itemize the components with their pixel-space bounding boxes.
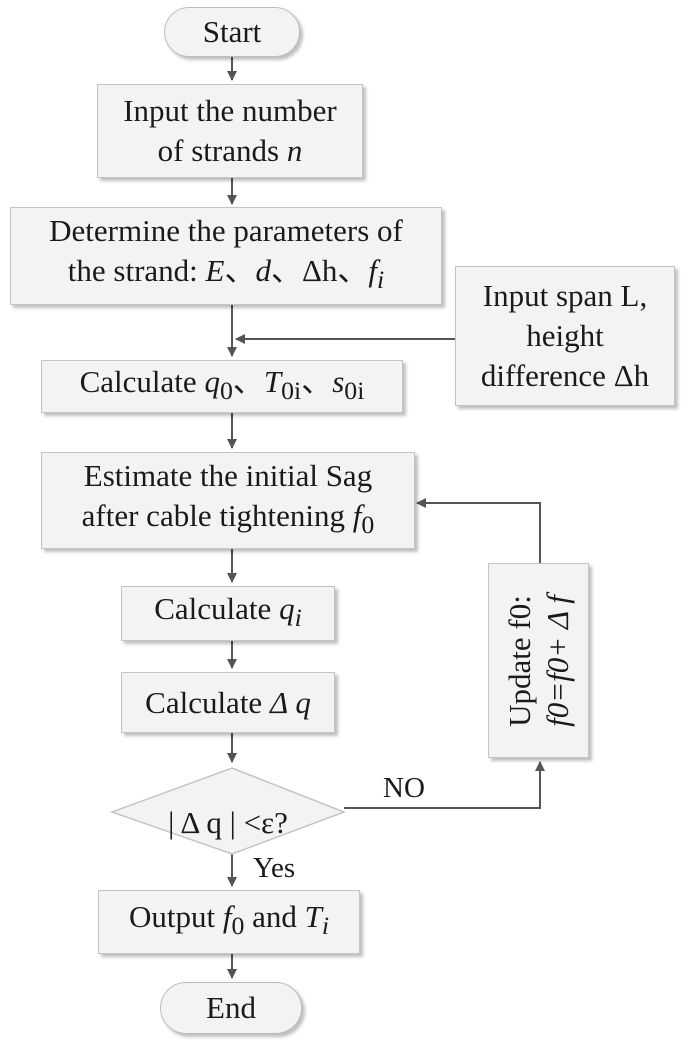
start-node: Start [164, 7, 300, 57]
update-f0-text: Update f0: f0=f0+ Δ f [488, 563, 589, 758]
calculate-qi-text: Calculate qi [154, 590, 302, 633]
update-line2: f0=f0+ Δ f [539, 594, 575, 727]
input-span-line3: difference Δh [480, 358, 650, 393]
determine-parameters-box: Determine the parameters of the strand: … [10, 207, 442, 305]
output-box: Output f0 and Ti [98, 890, 360, 954]
calculate-dq-box: Calculate Δ q [121, 672, 335, 733]
calculate-q0-text: Calculate q0、T0i、s0i [79, 363, 365, 406]
update-line1: Update f0: [501, 594, 537, 727]
estimate-line1: Estimate the initial Sag [83, 457, 373, 493]
no-label: NO [383, 772, 425, 804]
input-span-line1: Input span L, [482, 278, 648, 313]
arrow-decision-no-to-update [344, 761, 545, 809]
start-label: Start [202, 14, 262, 49]
calculate-qi-box: Calculate qi [121, 586, 335, 641]
estimate-line2: after cable tightening f0 [81, 497, 375, 540]
determine-line2: the strand: E、d、Δh、fi [67, 253, 385, 295]
input-strands-line1: Input the number [123, 93, 337, 128]
estimate-sag-box: Estimate the initial Sag after cable tig… [41, 452, 415, 549]
update-f0-box [488, 563, 589, 758]
decision-diamond [109, 767, 347, 855]
determine-line1: Determine the parameters of [49, 213, 403, 249]
input-span-box: Input span L, height difference Δh [455, 266, 675, 406]
yes-label: Yes [253, 852, 296, 884]
input-span-line2: height [526, 318, 604, 353]
arrow-update-to-estimate [416, 498, 541, 563]
calculate-dq-text: Calculate Δ q [145, 684, 311, 720]
output-text: Output f0 and Ti [128, 899, 330, 941]
end-label: End [206, 990, 256, 1025]
input-strands-box: Input the number of strands n [97, 84, 363, 178]
decision-label: | Δ q | <ε? [168, 805, 288, 840]
calculate-q0-box: Calculate q0、T0i、s0i [41, 360, 403, 413]
end-node: End [160, 982, 302, 1034]
input-strands-line2: of strands n [157, 133, 303, 168]
